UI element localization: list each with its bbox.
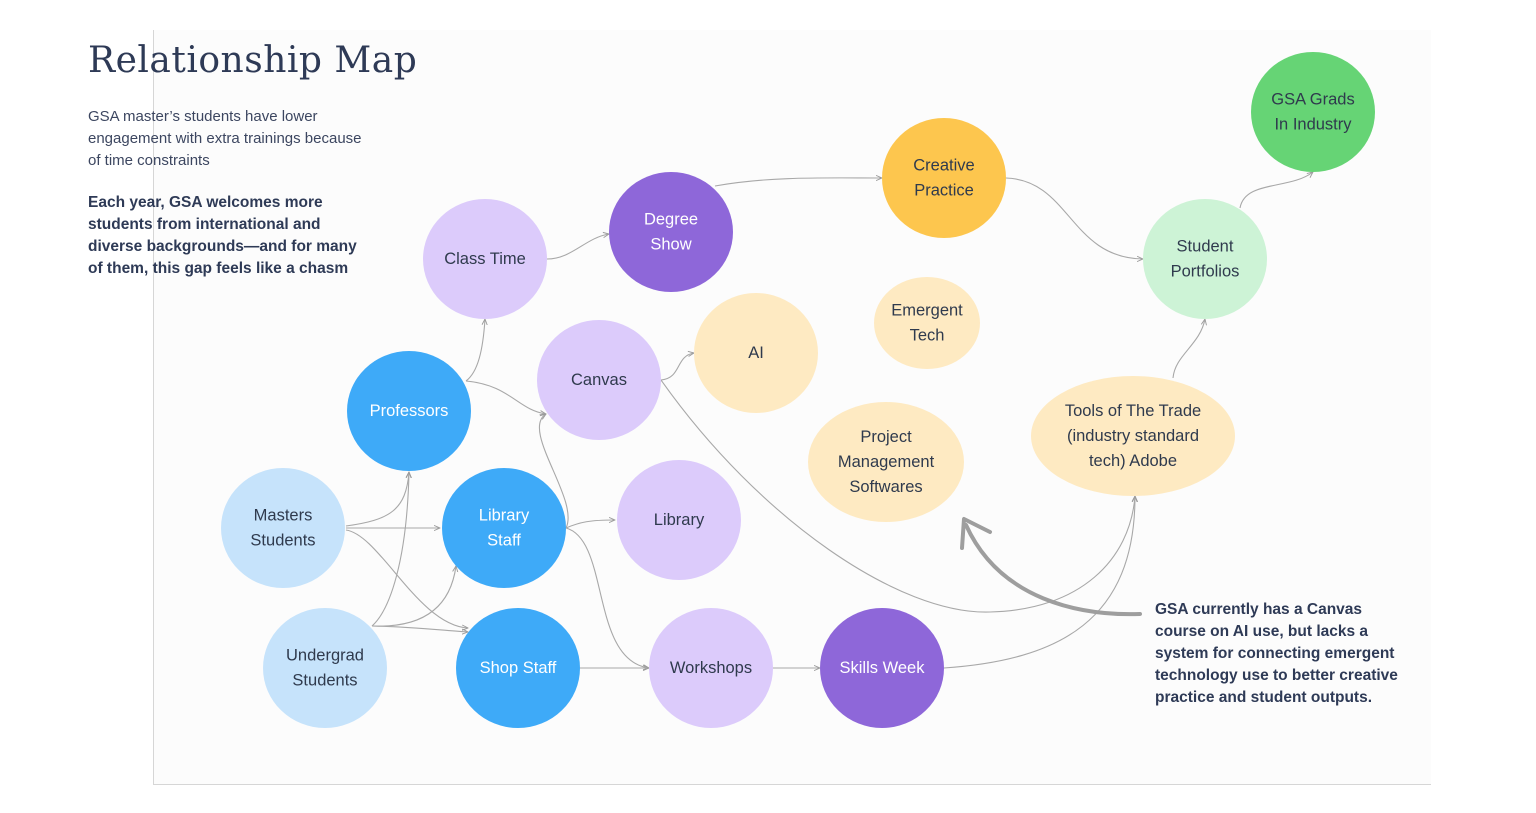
edge-masters-to-professors <box>345 472 409 527</box>
node-skills-week-label: Skills Week <box>840 659 926 677</box>
node-canvas-circle <box>537 320 661 440</box>
connections <box>345 172 1313 669</box>
callout-arrowhead <box>960 517 992 550</box>
intro-text: GSA master’s students have lower engagem… <box>88 108 362 169</box>
node-degree-show-circle <box>609 172 733 292</box>
edge-undergrad-to-shop-staff <box>371 625 468 632</box>
node-tools-trade-label: (industry standard <box>1067 427 1199 445</box>
node-canvas-label: Canvas <box>571 371 627 389</box>
edge-undergrad-to-library-staff <box>371 566 456 627</box>
node-project-mgmt-label: Project <box>860 428 912 446</box>
edge-canvas-to-ai <box>660 353 694 381</box>
node-workshops-circle <box>649 608 773 728</box>
node-emergent-tech-label: Emergent <box>891 302 963 320</box>
node-ai[interactable]: AI <box>694 293 818 413</box>
edge-professors-to-class-time <box>465 319 485 382</box>
node-portfolios-label: Portfolios <box>1171 263 1240 281</box>
node-creative-practice-label: Creative <box>913 157 974 175</box>
edge-creative-practice-to-portfolios <box>1005 177 1143 259</box>
edge-masters-to-shop-staff <box>345 529 468 628</box>
node-workshops-label: Workshops <box>670 659 752 677</box>
node-grads-label: In Industry <box>1274 116 1352 134</box>
node-grads-circle <box>1251 52 1375 172</box>
node-degree-show-label: Show <box>650 236 691 254</box>
node-library[interactable]: Library <box>617 460 741 580</box>
node-library-staff-circle <box>442 468 566 588</box>
edge-library-staff-to-workshops <box>565 527 649 668</box>
node-undergrad-label: Students <box>292 672 357 690</box>
node-workshops[interactable]: Workshops <box>649 608 773 728</box>
emphasis-text: Each year, GSA welcomes more students fr… <box>88 194 357 277</box>
node-project-mgmt-label: Softwares <box>849 478 922 496</box>
node-ai-circle <box>694 293 818 413</box>
node-shop-staff[interactable]: Shop Staff <box>456 608 580 728</box>
node-masters-label: Masters <box>254 507 313 525</box>
edge-class-time-to-degree-show <box>546 234 609 260</box>
node-skills-week[interactable]: Skills Week <box>820 608 944 728</box>
node-library-staff-label: Library <box>479 507 530 525</box>
page-title: Relationship Map <box>88 40 418 81</box>
edge-canvas-to-tools-trade <box>660 379 1135 613</box>
node-project-mgmt-circle <box>808 402 964 522</box>
node-portfolios-label: Student <box>1177 238 1234 256</box>
node-class-time-circle <box>423 199 547 319</box>
node-degree-show-label: Degree <box>644 211 698 229</box>
edge-library-staff-to-canvas <box>538 414 569 529</box>
edge-library-staff-to-library <box>565 520 615 529</box>
edge-tools-trade-to-portfolios <box>1172 319 1205 379</box>
nodes: MastersStudentsUndergradStudentsProfesso… <box>221 52 1375 728</box>
edge-skills-week-to-tools-trade <box>943 496 1135 669</box>
node-library-circle <box>617 460 741 580</box>
node-professors-label: Professors <box>370 402 449 420</box>
node-masters-label: Students <box>250 532 315 550</box>
node-grads-label: GSA Grads <box>1271 91 1354 109</box>
node-canvas[interactable]: Canvas <box>537 320 661 440</box>
node-tools-trade-label: Tools of The Trade <box>1065 402 1201 420</box>
node-shop-staff-label: Shop Staff <box>480 659 557 677</box>
node-undergrad-label: Undergrad <box>286 647 364 665</box>
node-skills-week-circle <box>820 608 944 728</box>
node-tools-trade-label: tech) Adobe <box>1089 452 1177 470</box>
node-professors-circle <box>347 351 471 471</box>
node-project-mgmt-label: Management <box>838 453 935 471</box>
node-undergrad-circle <box>263 608 387 728</box>
edge-professors-to-canvas <box>465 380 546 414</box>
node-professors[interactable]: Professors <box>347 351 471 471</box>
node-tools-trade[interactable]: Tools of The Trade (industry standard tech… <box>1031 376 1235 496</box>
node-emergent-tech-label: Tech <box>910 327 945 345</box>
edge-undergrad-to-professors <box>371 472 409 627</box>
node-grads[interactable]: GSA Grads In Industry <box>1251 52 1375 172</box>
node-shop-staff-circle <box>456 608 580 728</box>
node-portfolios-circle <box>1143 199 1267 319</box>
node-class-time[interactable]: Class Time <box>423 199 547 319</box>
node-library-label: Library <box>654 511 705 529</box>
node-class-time-label: Class Time <box>444 250 526 268</box>
node-ai-label: AI <box>748 344 764 362</box>
node-masters-circle <box>221 468 345 588</box>
node-library-staff-label: Staff <box>487 532 521 550</box>
node-creative-practice-circle <box>882 118 1006 238</box>
node-emergent-tech-circle <box>874 277 980 369</box>
edge-degree-show-to-creative-practice <box>714 178 882 187</box>
node-creative-practice-label: Practice <box>914 182 974 200</box>
edge-portfolios-to-grads <box>1239 172 1313 209</box>
callout-text: GSA currently has a Canvas course on AI … <box>1155 601 1398 706</box>
node-tools-trade-circle <box>1031 376 1235 496</box>
callout-arrow <box>964 523 1142 617</box>
